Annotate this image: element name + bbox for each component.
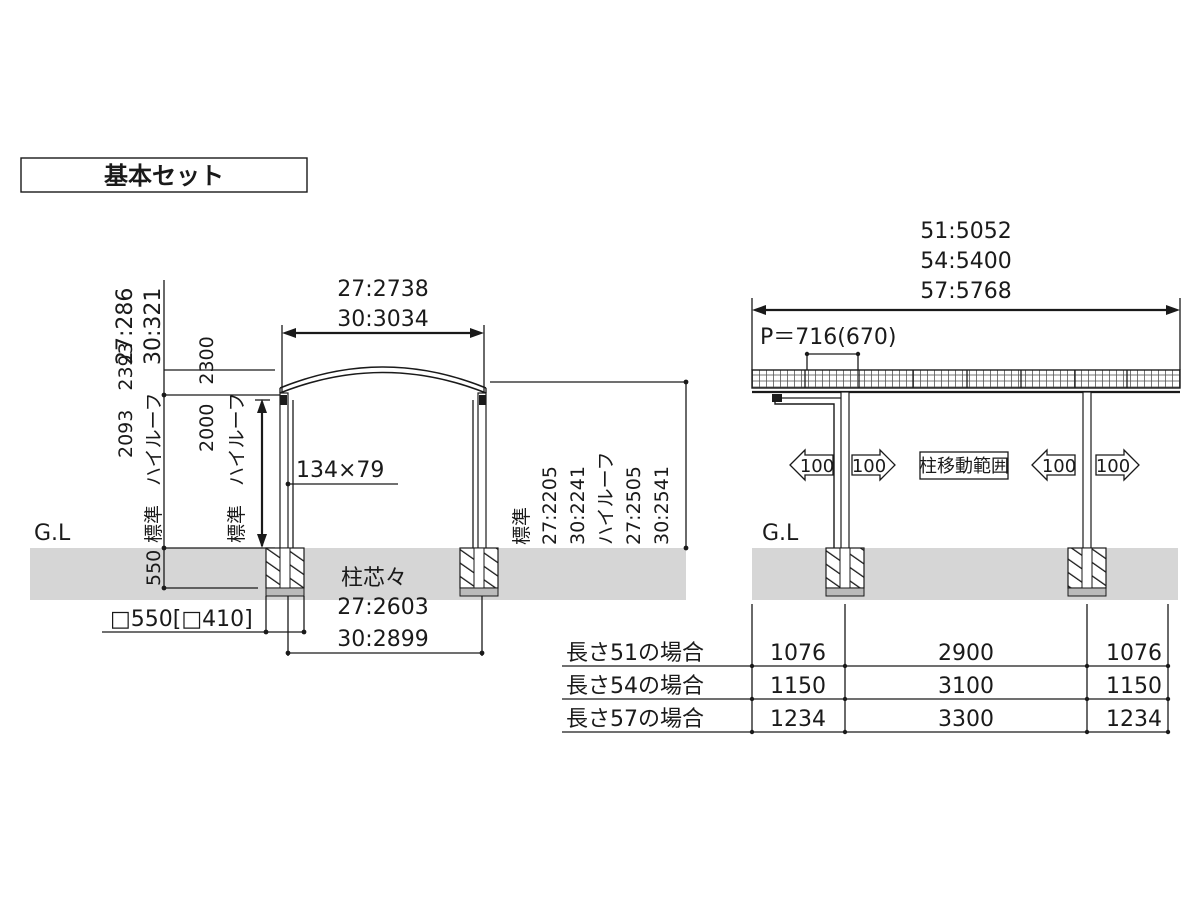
inner-height-pair: 2000 2300 xyxy=(196,336,218,452)
right-standard: 標準 xyxy=(511,507,533,545)
roof-height-30: 30:321 xyxy=(141,288,166,365)
title-box: 基本セット xyxy=(20,157,308,193)
title-text: 基本セット xyxy=(104,162,224,190)
table-row-label: 長さ51の場合 xyxy=(566,641,704,666)
right-highroof: ハイルーフ xyxy=(595,452,617,545)
side-ground xyxy=(752,548,1178,600)
table-cell: 1076 xyxy=(1106,641,1162,666)
table-cell: 1234 xyxy=(1106,707,1162,732)
length-54: 54:5400 xyxy=(920,249,1011,274)
side-view: 51:5052 54:5400 57:5768 P＝716(670) xyxy=(751,219,1181,597)
table-cell: 1234 xyxy=(770,707,826,732)
table-cell: 2900 xyxy=(938,641,994,666)
arrow-right-icon xyxy=(851,448,896,482)
right-h2: 30:2241 xyxy=(567,466,589,545)
table-cell: 3300 xyxy=(938,707,994,732)
width-27: 27:2738 xyxy=(337,277,428,302)
arrow-1-label: 100 xyxy=(800,456,834,477)
roof-height-27: 27:286 xyxy=(113,288,138,365)
table-cell: 1150 xyxy=(770,674,826,699)
length-51: 51:5052 xyxy=(920,219,1011,244)
foundation-size: □550[□410] xyxy=(110,607,253,632)
front-ground xyxy=(30,548,686,600)
post-size: 134×79 xyxy=(296,458,384,483)
right-h3: 27:2505 xyxy=(623,466,645,545)
length-table: 長さ51の場合 1076 2900 1076 長さ54の場合 1150 3100… xyxy=(562,604,1171,735)
table-row-label: 長さ57の場合 xyxy=(566,707,704,732)
pitch-label: P＝716(670) xyxy=(760,325,896,350)
front-gl-label: G.L xyxy=(34,521,71,546)
range-label: 柱移動範囲 xyxy=(919,456,1009,477)
left-height-pair: 2093 2393 xyxy=(115,342,137,458)
right-h1: 27:2205 xyxy=(539,466,561,545)
table-cell: 1150 xyxy=(1106,674,1162,699)
arrow-3-label: 100 xyxy=(1042,456,1076,477)
arrow-left-icon xyxy=(789,448,834,482)
right-h4: 30:2541 xyxy=(651,466,673,545)
table-cell: 1076 xyxy=(770,641,826,666)
side-roof xyxy=(751,369,1181,389)
center-label: 柱芯々 xyxy=(341,566,407,591)
center-30: 30:2899 xyxy=(337,627,428,652)
width-30: 30:3034 xyxy=(337,307,428,332)
arrow-left-icon-2 xyxy=(1031,448,1076,482)
side-gl-label: G.L xyxy=(762,521,799,546)
table-cell: 3100 xyxy=(938,674,994,699)
length-57: 57:5768 xyxy=(920,279,1011,304)
arrow-2-label: 100 xyxy=(852,456,886,477)
left-roof-label: 標準 ハイルーフ xyxy=(143,393,165,543)
center-27: 27:2603 xyxy=(337,595,428,620)
table-row-label: 長さ54の場合 xyxy=(566,674,704,699)
inner-roof-label: 標準 ハイルーフ xyxy=(226,393,248,543)
arrow-4-label: 100 xyxy=(1096,456,1130,477)
arrow-right-icon-2 xyxy=(1095,448,1140,482)
front-view: G.L 27:286 30:321 2093 2393 標準 ハイルーフ 200… xyxy=(34,277,689,656)
depth-label: 550 xyxy=(143,550,165,586)
